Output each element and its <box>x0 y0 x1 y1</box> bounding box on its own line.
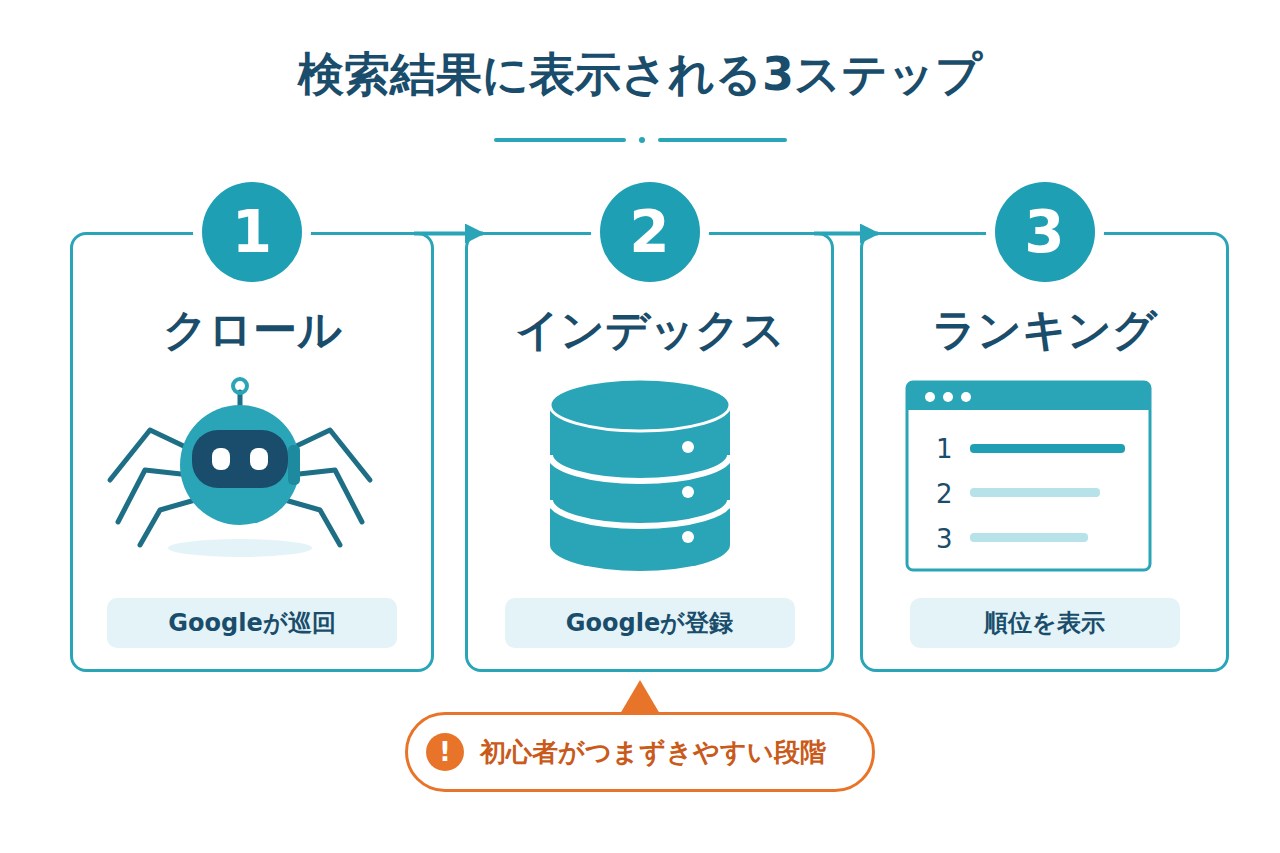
crawler-robot-icon <box>110 379 370 557</box>
database-icon <box>550 379 730 571</box>
step-number: 1 <box>202 182 302 282</box>
callout-pointer <box>620 680 660 714</box>
warning-icon: ! <box>426 733 464 771</box>
step-heading: ランキング <box>863 301 1226 360</box>
node-text: ! <box>439 739 451 765</box>
step-heading: インデックス <box>468 301 831 360</box>
title: 検索結果に表示される3ステップ <box>0 44 1280 106</box>
step-caption: 順位を表示 <box>910 598 1180 648</box>
step-number: 2 <box>600 182 700 282</box>
step-caption: Googleが登録 <box>505 598 795 648</box>
node-text: 2 <box>629 203 669 261</box>
node-text: Googleが登録 <box>566 607 733 639</box>
title-divider <box>496 137 785 143</box>
ranking-window-icon <box>907 382 1150 570</box>
step-number: 3 <box>995 182 1095 282</box>
node-text: 初心者がつまずきやすい段階 <box>480 735 826 770</box>
node-text: Googleが巡回 <box>168 607 335 639</box>
node-text: 1 <box>232 203 272 261</box>
node-text: 3 <box>1024 203 1064 261</box>
rank-number: 2 <box>936 481 953 507</box>
rank-number: 3 <box>936 526 953 552</box>
step-heading: クロール <box>73 301 431 360</box>
rank-number: 1 <box>936 436 953 462</box>
step-box: インデックス2Googleが登録 <box>465 232 834 672</box>
warning-callout: 初心者がつまずきやすい段階! <box>405 712 875 792</box>
step-box: ランキング 3 順位を表示 <box>860 232 1229 672</box>
step-box: クロール1Googleが巡回 <box>70 232 434 672</box>
node-text: 順位を表示 <box>984 607 1105 639</box>
step-caption: Googleが巡回 <box>107 598 397 648</box>
